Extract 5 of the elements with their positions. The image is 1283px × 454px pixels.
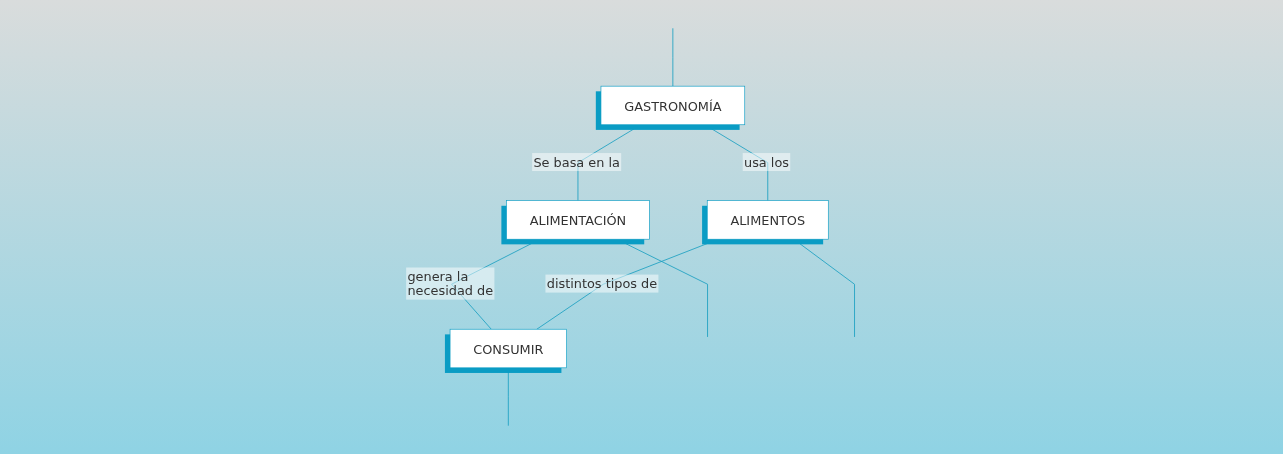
connector bbox=[672, 27, 673, 87]
edge-label: usa los bbox=[743, 154, 789, 170]
edge-label: distintos tipos de bbox=[546, 276, 657, 292]
edge-label: genera la necesidad de bbox=[407, 269, 493, 299]
edge-label: Se basa en la bbox=[533, 154, 620, 170]
